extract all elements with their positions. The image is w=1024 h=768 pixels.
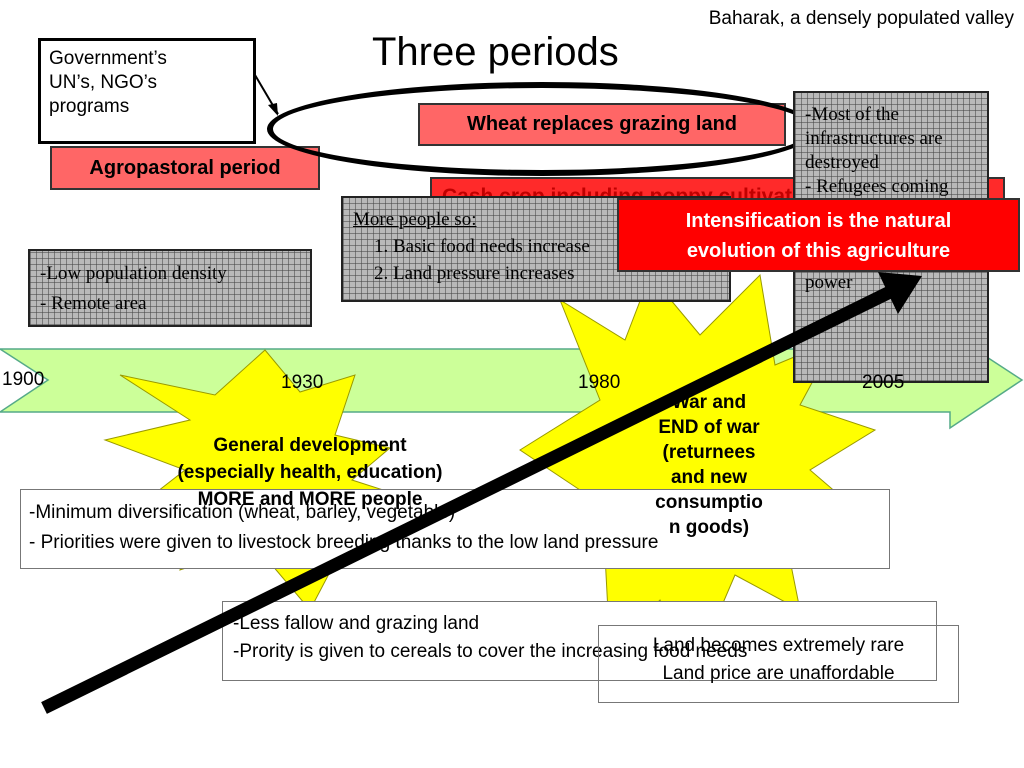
year-label: 1930 xyxy=(281,372,324,393)
note-line: - Priorities were given to livestock bre… xyxy=(29,532,659,553)
trend-arrowhead xyxy=(878,272,922,314)
list-item: Land pressure increases xyxy=(393,260,719,287)
government-line: Government’s xyxy=(49,48,167,69)
page-title: Three periods xyxy=(372,30,619,74)
low-density-line: -Low population density xyxy=(40,263,227,284)
starburst-line: MORE and MORE people xyxy=(197,489,423,510)
note-line: -Less fallow and grazing land xyxy=(233,613,480,634)
pointer-arrowhead xyxy=(268,103,278,116)
trend-arrow xyxy=(41,286,893,714)
starburst-line: n goods) xyxy=(668,517,750,538)
government-line: UN’s, NGO’s xyxy=(49,72,158,93)
government-line: programs xyxy=(49,96,130,117)
note-land-rare: Land becomes extremely rare Land price a… xyxy=(598,625,959,703)
year-label: 1900 xyxy=(2,369,45,390)
low-density-box: -Low population density - Remote area xyxy=(28,249,312,327)
subtitle: Baharak, a densely populated valley xyxy=(708,8,1014,29)
more-people-list: Basic food needs increase Land pressure … xyxy=(353,233,719,287)
intensification-line: Intensification is the natural xyxy=(685,210,952,232)
agropastoral-period-label: Agropastoral period xyxy=(50,146,320,190)
note-line: -Minimum diversification (wheat, barley,… xyxy=(29,502,456,523)
list-item: Basic food needs increase xyxy=(393,233,719,260)
more-people-intro: More people so: xyxy=(353,209,477,230)
general-development-text: General development (especially health, … xyxy=(110,432,510,513)
note-line: Land price are unaffordable xyxy=(662,663,895,684)
year-label: 1980 xyxy=(578,372,621,393)
starburst-line: (returnees xyxy=(662,442,756,463)
note-line: Land becomes extremely rare xyxy=(652,635,905,656)
intensification-line: evolution of this agriculture xyxy=(686,240,951,262)
year-label: 2005 xyxy=(862,372,905,393)
starburst-line: and new xyxy=(670,467,747,488)
starburst-line: END of war xyxy=(658,417,760,438)
low-density-line: - Remote area xyxy=(40,293,147,314)
starburst-line: (especially health, education) xyxy=(177,462,443,483)
note-fallow: -Less fallow and grazing land -Prority i… xyxy=(222,601,937,681)
starburst-line: General development xyxy=(213,435,407,456)
starburst-line: consumptio xyxy=(655,492,763,513)
infrastructure-line: -Most of the infrastructures are destroy… xyxy=(805,104,943,173)
note-line: -Prority is given to cereals to cover th… xyxy=(233,641,748,662)
intensification-box: Intensification is the natural evolution… xyxy=(617,198,1020,272)
government-box: Government’s UN’s, NGO’s programs xyxy=(38,38,256,144)
